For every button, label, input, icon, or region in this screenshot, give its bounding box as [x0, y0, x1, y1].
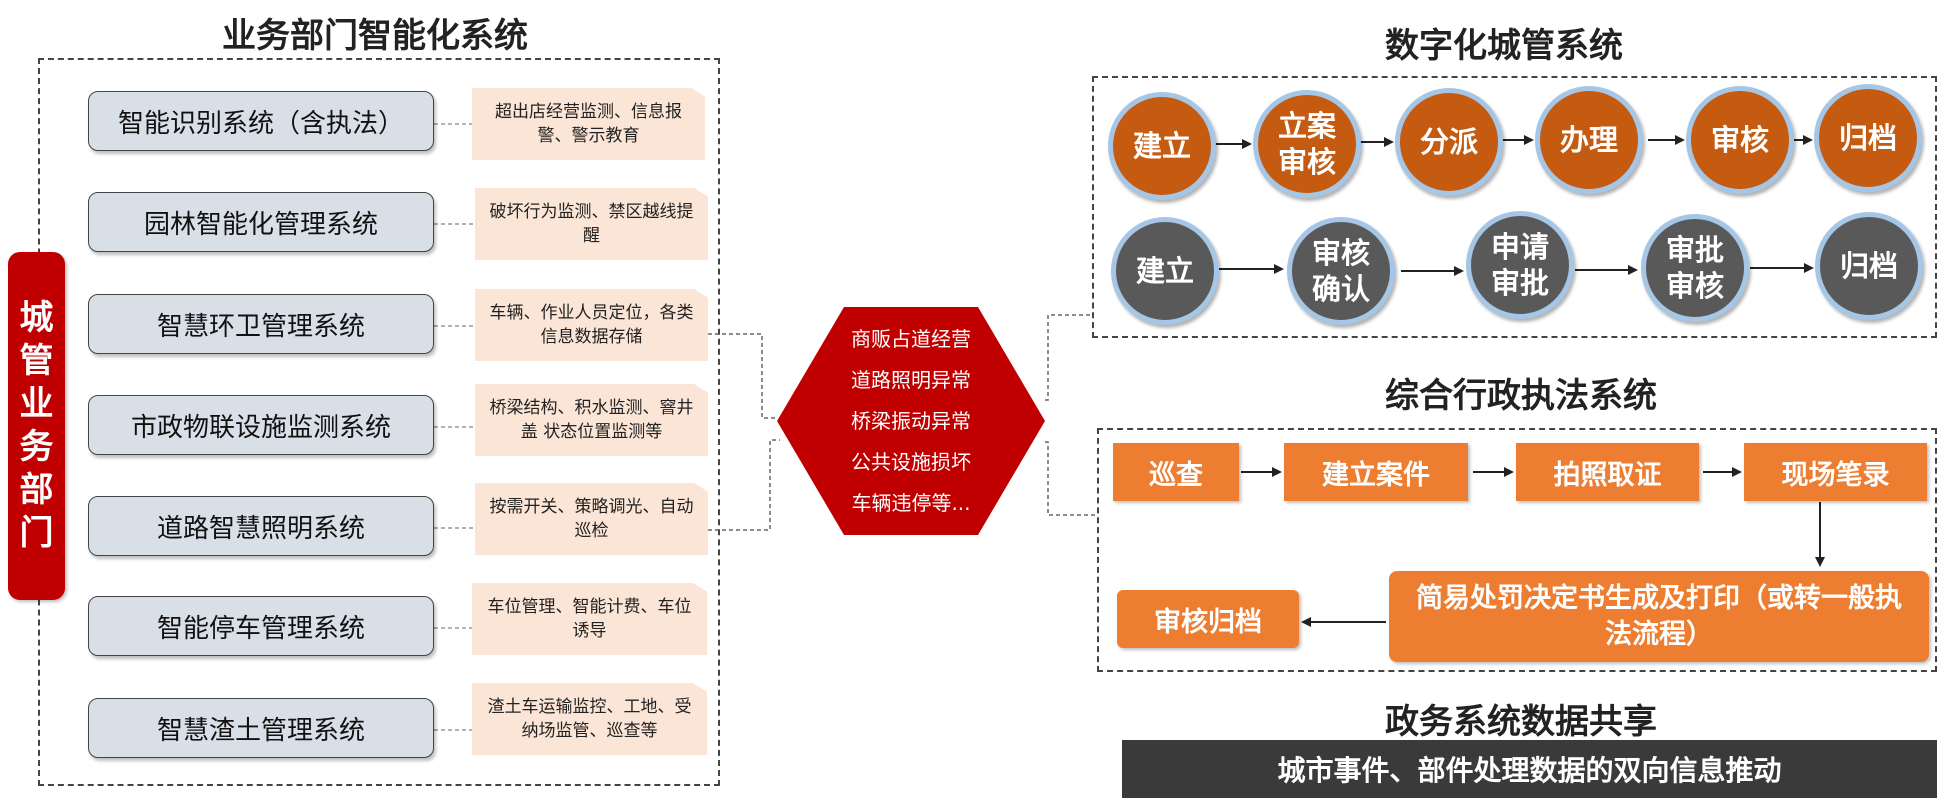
digital-urban-container [1092, 76, 1937, 338]
flow-circle-row2-review-confirm: 审核确认 [1287, 217, 1395, 325]
circle-label: 立案审核 [1277, 109, 1336, 179]
step-review-archive: 审核归档 [1117, 590, 1299, 648]
event-item: 商贩占道经营 [851, 326, 971, 351]
events-hexagon: 商贩占道经营 道路照明异常 桥梁振动异常 公共设施损坏 车辆违停等... [777, 307, 1045, 535]
desc-box-garden: 破坏行为监测、禁区越线提醒 [475, 188, 708, 260]
system-box-parking: 智能停车管理系统 [88, 596, 434, 656]
circle-label: 审核确认 [1311, 236, 1370, 306]
circle-label: 审批审核 [1665, 233, 1724, 303]
digital-urban-title: 数字化城管系统 [1385, 26, 1623, 66]
circle-label: 分派 [1419, 125, 1478, 159]
circle-label: 归档 [1838, 121, 1897, 155]
step-onsite-record: 现场笔录 [1744, 443, 1927, 501]
circle-label: 建立 [1132, 129, 1191, 163]
circle-label: 审核 [1710, 123, 1769, 157]
admin-enforcement-container [1097, 428, 1937, 672]
system-box-recognition: 智能识别系统（含执法） [88, 91, 434, 151]
circle-label: 申请审批 [1490, 230, 1549, 300]
step-photo-evidence: 拍照取证 [1516, 443, 1699, 501]
circle-label: 建立 [1135, 254, 1194, 288]
system-box-municipal-iot: 市政物联设施监测系统 [88, 395, 434, 455]
gov-sharing-banner: 城市事件、部件处理数据的双向信息推动 [1122, 740, 1937, 798]
desc-box-parking: 车位管理、智能计费、车位诱导 [472, 583, 707, 655]
flow-circle-row1-review: 审核 [1686, 86, 1794, 194]
flow-circle-row2-approve-review: 审批审核 [1641, 214, 1749, 322]
admin-enforcement-title: 综合行政执法系统 [1385, 376, 1657, 416]
circle-label: 办理 [1559, 123, 1618, 157]
event-item: 公共设施损坏 [851, 449, 971, 474]
system-box-garden: 园林智能化管理系统 [88, 192, 434, 252]
step-create-case: 建立案件 [1284, 443, 1468, 501]
step-simple-penalty: 简易处罚决定书生成及打印（或转一般执法流程） [1389, 571, 1929, 662]
flow-circle-row2-establish: 建立 [1111, 217, 1219, 325]
flow-circle-row1-file-review: 立案审核 [1253, 90, 1361, 198]
desc-box-road-lighting: 按需开关、策略调光、自动巡检 [475, 483, 708, 555]
flow-circle-row1-dispatch: 分派 [1395, 88, 1503, 196]
flow-circle-row2-archive: 归档 [1815, 212, 1923, 320]
flow-circle-row1-establish: 建立 [1108, 92, 1216, 200]
desc-box-recognition: 超出店经营监测、信息报警、警示教育 [472, 88, 705, 160]
side-label-tab: 城管业务部门 [8, 252, 65, 600]
circle-label: 归档 [1839, 249, 1898, 283]
event-item: 桥梁振动异常 [851, 408, 971, 433]
system-box-sanitation: 智慧环卫管理系统 [88, 294, 434, 354]
desc-box-municipal-iot: 桥梁结构、积水监测、窨井盖 状态位置监测等 [475, 384, 708, 456]
flow-circle-row2-apply-approve: 申请审批 [1466, 211, 1574, 319]
gov-sharing-title: 政务系统数据共享 [1385, 702, 1657, 742]
system-box-muck: 智慧渣土管理系统 [88, 698, 434, 758]
flow-circle-row1-handle: 办理 [1535, 86, 1643, 194]
side-label-text: 城管业务部门 [19, 298, 54, 553]
step-patrol: 巡查 [1113, 443, 1239, 501]
left-section-title: 业务部门智能化系统 [222, 16, 528, 56]
desc-box-sanitation: 车辆、作业人员定位，各类信息数据存储 [475, 289, 708, 361]
flow-circle-row1-archive: 归档 [1814, 84, 1922, 192]
event-item: 车辆违停等... [851, 490, 971, 515]
desc-box-muck: 渣土车运输监控、工地、受纳场监管、巡查等 [472, 683, 707, 755]
system-box-road-lighting: 道路智慧照明系统 [88, 496, 434, 556]
event-item: 道路照明异常 [851, 367, 971, 392]
